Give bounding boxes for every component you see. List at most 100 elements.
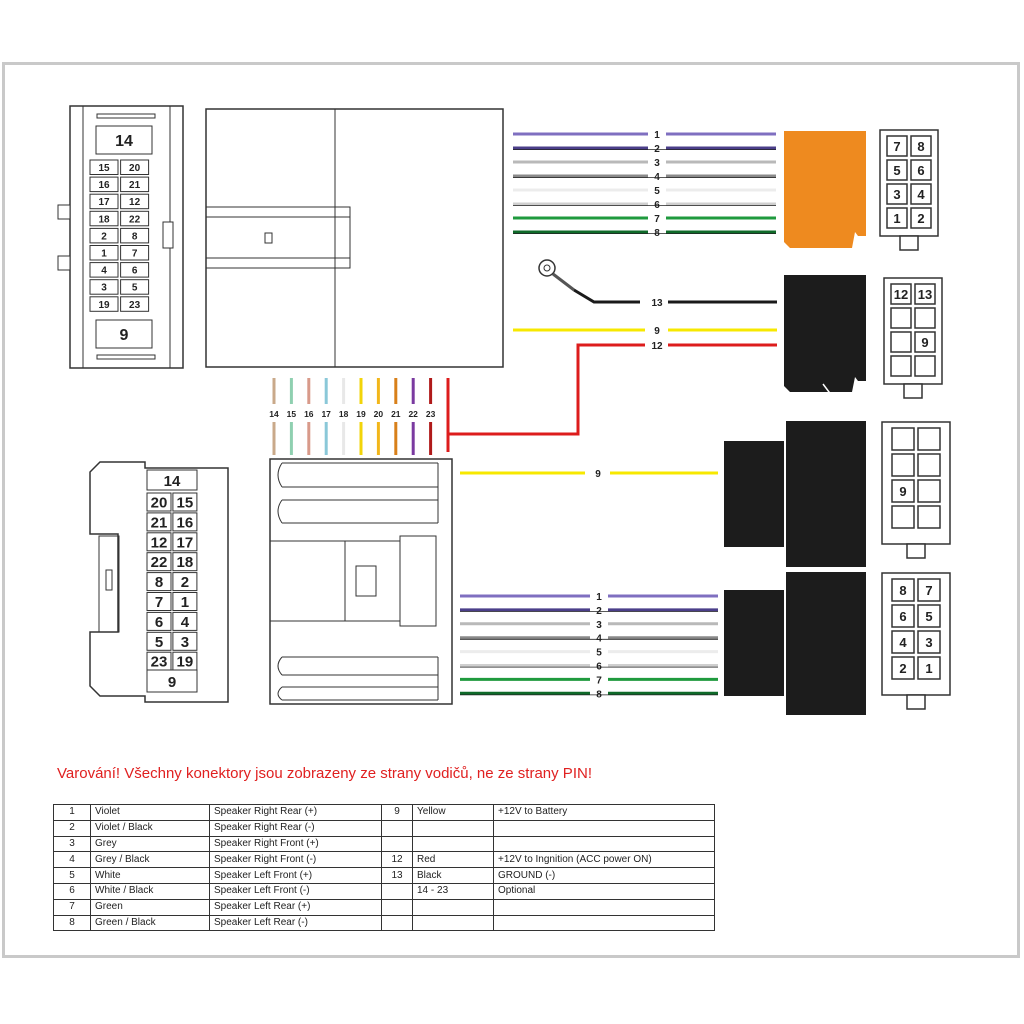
upper-speaker-wire-label: 1 bbox=[654, 130, 660, 141]
yellow-pin-cell bbox=[891, 479, 915, 503]
bottom-left-pin-label: 12 bbox=[151, 534, 168, 551]
table-cell bbox=[412, 819, 494, 837]
bottom-left-pin-label: 5 bbox=[155, 634, 163, 651]
top-left-pin-label: 21 bbox=[129, 180, 141, 191]
table-cell bbox=[412, 835, 494, 853]
top-middle-connector bbox=[205, 108, 504, 368]
speaker-pin-label: 6 bbox=[899, 609, 906, 624]
top-left-pin-label: 6 bbox=[132, 266, 138, 277]
power-pin-label: 9 bbox=[921, 335, 928, 350]
speaker-pin-cell bbox=[917, 656, 941, 680]
orange-connector bbox=[784, 131, 866, 248]
bottom-left-pin-label: 23 bbox=[151, 654, 168, 671]
orange-pin-label: 7 bbox=[893, 139, 900, 154]
yellow-pin-cell bbox=[917, 505, 941, 529]
top-left-pin-cell bbox=[120, 176, 150, 193]
table-cell: 1 bbox=[53, 804, 91, 821]
table-cell bbox=[493, 835, 715, 853]
speaker-pin-label: 1 bbox=[925, 661, 932, 676]
speaker-pin-cell bbox=[917, 630, 941, 654]
speaker-pin-label: 8 bbox=[899, 583, 906, 598]
top-left-pin-label: 2 bbox=[101, 231, 107, 242]
top-left-pin-label: 17 bbox=[98, 197, 110, 208]
speaker-pin-label: 4 bbox=[899, 635, 907, 650]
bottom-left-pin-label: 15 bbox=[177, 495, 194, 512]
table-cell: 8 bbox=[53, 914, 91, 932]
table-cell bbox=[493, 914, 715, 932]
speaker-pin-label: 2 bbox=[899, 661, 906, 676]
optional-wire-label: 21 bbox=[391, 409, 401, 419]
top-left-pin-label: 7 bbox=[132, 249, 138, 260]
table-cell: Violet bbox=[90, 804, 210, 821]
table-cell: GROUND (-) bbox=[493, 867, 715, 884]
table-cell: 13 bbox=[381, 867, 413, 884]
orange-pin-latch bbox=[899, 235, 919, 251]
wire-label-12: 12 bbox=[651, 341, 663, 352]
orange-pin-label: 5 bbox=[893, 163, 900, 178]
bottom-left-pin-label: 21 bbox=[151, 514, 168, 531]
table-cell: Speaker Right Rear (+) bbox=[209, 804, 382, 821]
power-pin-cell bbox=[890, 355, 912, 377]
warning-text: Varování! Všechny konektory jsou zobraze… bbox=[57, 765, 592, 782]
bottom-left-pin-cell bbox=[172, 572, 198, 592]
optional-wire-label: 15 bbox=[287, 409, 297, 419]
speaker-pin-cell bbox=[891, 604, 915, 628]
yellow-pin-cell bbox=[891, 505, 915, 529]
yellow-wire-9: 9 bbox=[460, 469, 718, 480]
upper-speaker-wire-label: 8 bbox=[654, 228, 660, 239]
yellow-connector-pin-map: 9 bbox=[881, 421, 951, 559]
optional-wire-label: 23 bbox=[426, 409, 436, 419]
bottom-left-pin-cell bbox=[146, 532, 172, 552]
power-pin-latch bbox=[903, 383, 923, 399]
lower-speaker-wire-label: 5 bbox=[596, 648, 602, 659]
bottom-left-pin-cell bbox=[172, 532, 198, 552]
bottom-left-pin-cell bbox=[146, 572, 172, 592]
top-left-pin-label: 5 bbox=[132, 283, 138, 294]
optional-wire-label: 22 bbox=[408, 409, 418, 419]
bottom-left-pin-label: 6 bbox=[155, 614, 163, 631]
table-cell: 12 bbox=[381, 851, 413, 869]
table-cell: 9 bbox=[381, 804, 413, 821]
ignition-wire-12: 12 bbox=[446, 341, 777, 452]
bottom-left-pin-label: 2 bbox=[181, 574, 189, 591]
table-cell bbox=[493, 898, 715, 916]
lower-speaker-wire-label: 8 bbox=[596, 689, 602, 700]
power-pin-cell bbox=[890, 283, 912, 305]
bottom-left-pin-label: 3 bbox=[181, 634, 189, 651]
top-left-pin-cell bbox=[89, 262, 119, 278]
orange-pin-cell bbox=[910, 159, 932, 181]
optional-wire-label: 18 bbox=[339, 409, 349, 419]
black-power-connector bbox=[784, 275, 866, 397]
orange-pin-cell bbox=[886, 183, 908, 205]
top-left-pin-cell bbox=[120, 296, 150, 312]
speaker-pin-cell bbox=[891, 578, 915, 602]
lower-speaker-wire-label: 4 bbox=[596, 634, 602, 645]
orange-pin-cell bbox=[886, 207, 908, 229]
speaker-pin-label: 5 bbox=[925, 609, 932, 624]
optional-wire-label: 16 bbox=[304, 409, 314, 419]
speaker-pin-cell bbox=[917, 604, 941, 628]
yellow-pin-cell bbox=[917, 427, 941, 451]
bottom-left-pin-label: 16 bbox=[177, 514, 194, 531]
diagram-frame bbox=[2, 62, 1020, 958]
battery-wire-9: 9 bbox=[513, 326, 777, 337]
orange-pin-cell bbox=[910, 135, 932, 157]
table-cell: White / Black bbox=[90, 882, 210, 900]
optional-wire-label: 19 bbox=[356, 409, 366, 419]
bottom-left-pin-label: 18 bbox=[177, 554, 194, 571]
table-cell bbox=[412, 898, 494, 916]
table-cell: Green bbox=[90, 898, 210, 916]
table-cell bbox=[381, 898, 413, 916]
table-cell: +12V to Battery bbox=[493, 804, 715, 821]
power-pin-cell bbox=[890, 307, 912, 329]
optional-wire-label: 17 bbox=[321, 409, 331, 419]
top-left-pin-cell bbox=[89, 210, 119, 227]
top-left-pin-label: 18 bbox=[98, 214, 110, 225]
